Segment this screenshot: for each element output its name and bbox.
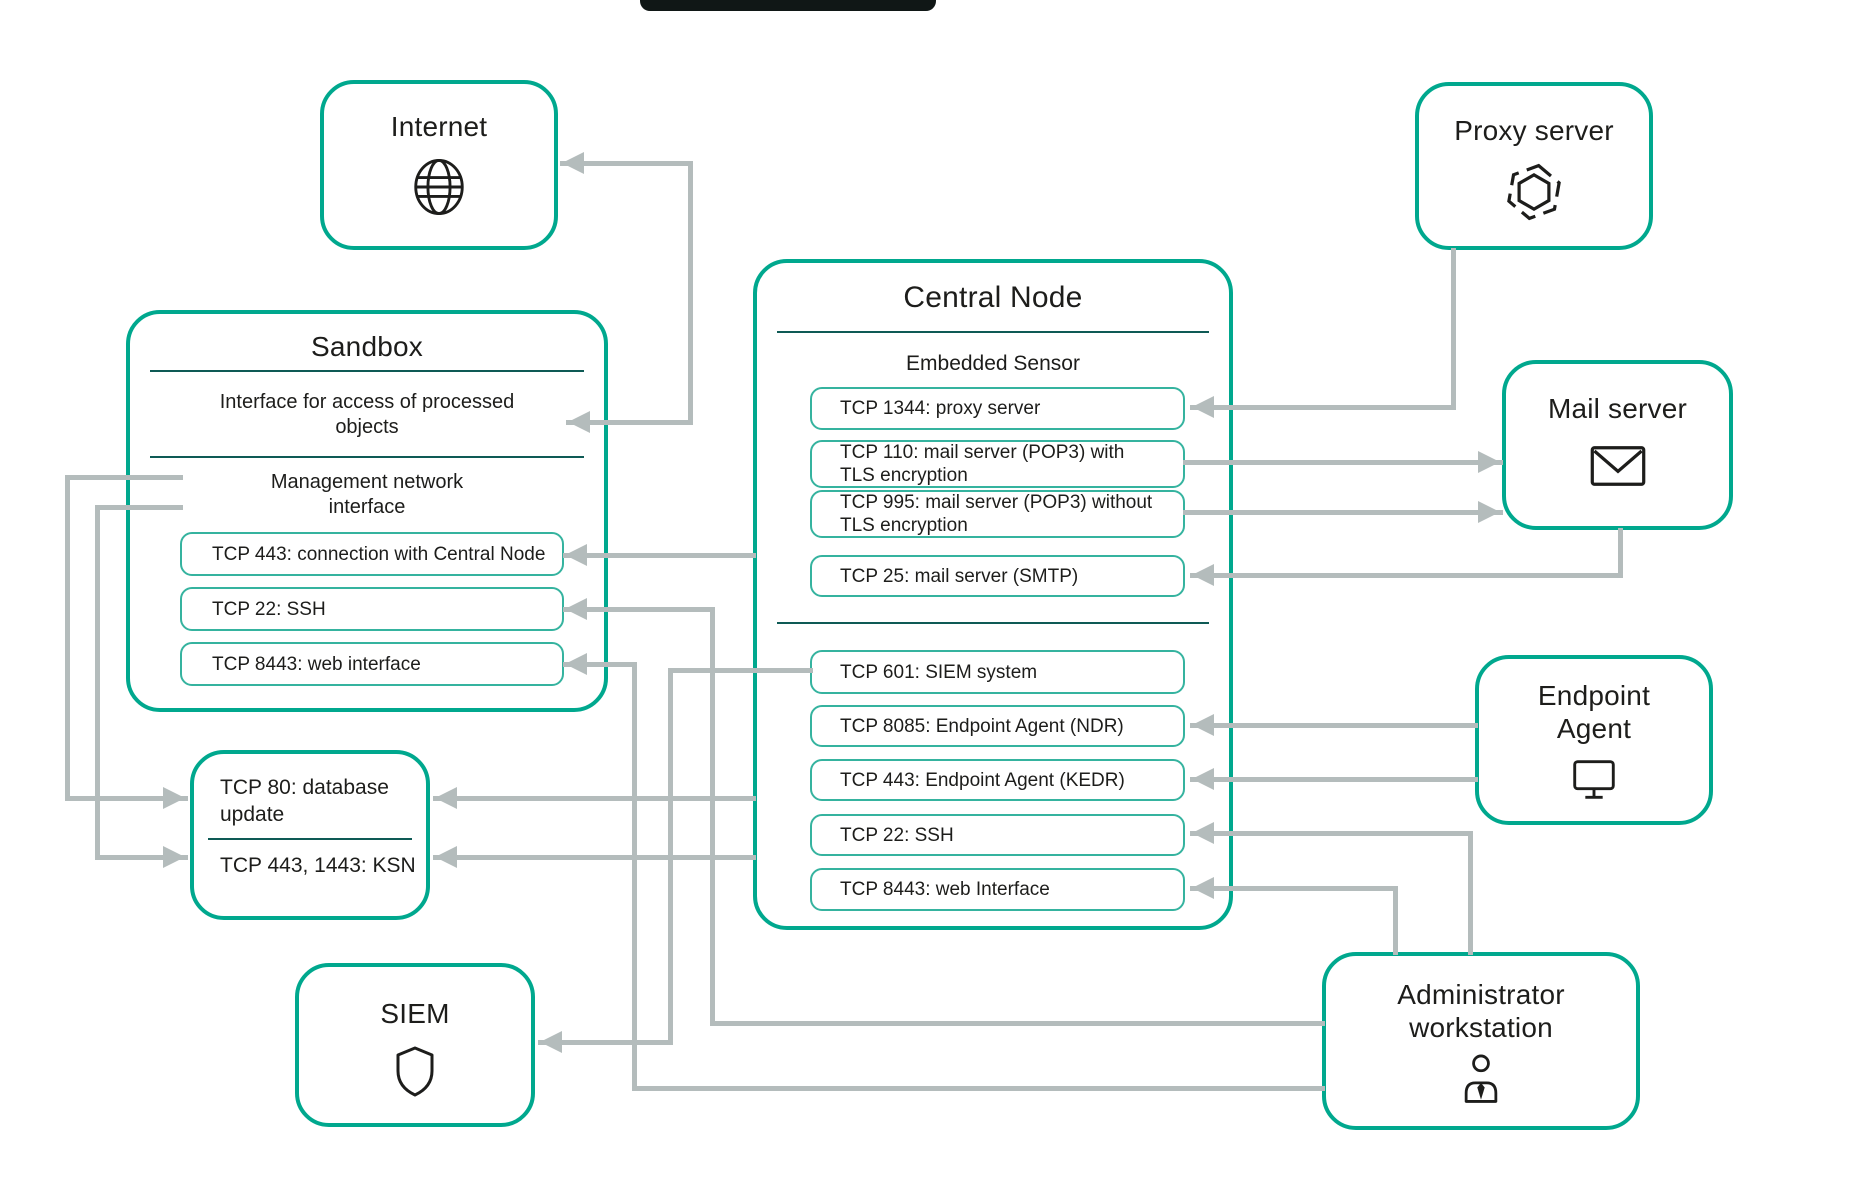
connector-internet-sandbox-segment (565, 419, 693, 425)
mail-server-label: Mail server (1547, 393, 1688, 424)
connector-mail-to-central-25-segment (1617, 527, 1623, 578)
connector-admin-to-central-22-segment (1189, 830, 1473, 836)
connector-admin-to-sandbox-22-segment (562, 606, 715, 612)
connector-central-to-update-ksn-arrowhead (435, 846, 457, 868)
database-update-label: TCP 80: database update (220, 776, 389, 826)
central-port-tcp443-kedr: TCP 443: Endpoint Agent (KEDR) (810, 759, 1185, 801)
connector-admin-to-sandbox-22-segment (709, 606, 715, 1026)
connector-central-to-sandbox-443-segment (562, 552, 756, 558)
connector-admin-to-sandbox-22-segment (709, 1020, 1325, 1026)
connector-sandbox-to-update-80-arrowhead (163, 787, 185, 809)
connector-internet-sandbox-arrowhead (568, 411, 590, 433)
sandbox-title: Sandbox (311, 331, 423, 362)
node-siem: SIEM (295, 963, 535, 1127)
connector-admin-to-central-8443-segment (1392, 885, 1398, 955)
connector-central-995-to-mail-arrowhead (1478, 501, 1500, 523)
endpoint-agent-label: Endpoint Agent (1537, 680, 1651, 744)
admin-workstation-label: Administrator workstation (1397, 979, 1565, 1043)
sandbox-interface-label: Interface for access of processed object… (219, 391, 515, 438)
central-port-tcp8085: TCP 8085: Endpoint Agent (NDR) (810, 705, 1185, 747)
node-proxy-server: Proxy server (1415, 82, 1653, 250)
node-endpoint-agent: Endpoint Agent (1475, 655, 1713, 825)
central-divider-2 (777, 622, 1209, 624)
connector-sandbox-to-update-ksn-segment (94, 504, 183, 510)
ksn-label: TCP 443, 1443: KSN (220, 854, 416, 877)
connector-endpoint-to-central-443-segment (1189, 776, 1478, 782)
connector-internet-sandbox-segment (559, 160, 693, 166)
proxy-server-label: Proxy server (1454, 115, 1614, 146)
central-port-tcp1344: TCP 1344: proxy server (810, 387, 1185, 430)
connector-admin-to-sandbox-8443-segment (631, 661, 637, 1091)
node-central-node: Central Node Embedded Sensor TCP 1344: p… (753, 259, 1233, 930)
sandbox-divider-1 (150, 370, 584, 372)
connector-proxy-to-central-1344-segment (1189, 404, 1456, 410)
globe-icon (324, 156, 554, 218)
central-port-tcp22: TCP 22: SSH (810, 814, 1185, 856)
connector-mail-to-central-25-segment (1189, 572, 1623, 578)
connector-sandbox-to-update-80-segment (64, 474, 70, 801)
sandbox-port-tcp22: TCP 22: SSH (180, 587, 564, 631)
node-internet: Internet (320, 80, 558, 250)
connector-central-601-to-siem-segment (537, 1039, 673, 1045)
connector-internet-sandbox-arrowhead (562, 152, 584, 174)
connector-central-110-to-mail-segment (1182, 459, 1503, 465)
connector-central-to-update-80-segment (432, 795, 756, 801)
connector-admin-to-sandbox-8443-segment (562, 661, 637, 667)
connector-admin-to-sandbox-8443-segment (631, 1085, 1325, 1091)
connector-admin-to-central-8443-arrowhead (1192, 877, 1214, 899)
connector-internet-sandbox-segment (687, 160, 693, 425)
connector-admin-to-sandbox-8443-arrowhead (565, 653, 587, 675)
connector-proxy-to-central-1344-segment (1450, 247, 1456, 410)
monitor-icon (1479, 755, 1709, 805)
connector-central-110-to-mail-arrowhead (1478, 451, 1500, 473)
shield-icon (299, 1043, 531, 1101)
node-admin-workstation: Administrator workstation (1322, 952, 1640, 1130)
central-port-tcp8443: TCP 8443: web Interface (810, 868, 1185, 911)
node-sandbox: Sandbox Interface for access of processe… (126, 310, 608, 712)
connector-central-to-update-ksn-segment (432, 854, 756, 860)
connector-central-601-to-siem-arrowhead (540, 1031, 562, 1053)
internet-label: Internet (390, 111, 488, 142)
connector-sandbox-to-update-ksn-segment (94, 504, 100, 860)
node-update-ksn: TCP 80: database update TCP 443, 1443: K… (190, 750, 430, 920)
envelope-icon (1506, 444, 1729, 488)
top-window-bar (640, 0, 936, 11)
connector-central-to-sandbox-443-arrowhead (565, 544, 587, 566)
connector-proxy-to-central-1344-arrowhead (1192, 396, 1214, 418)
node-mail-server: Mail server (1502, 360, 1733, 530)
sandbox-port-tcp8443: TCP 8443: web interface (180, 642, 564, 686)
connector-admin-to-central-22-segment (1467, 830, 1473, 955)
embedded-sensor-label: Embedded Sensor (906, 352, 1080, 375)
connector-endpoint-to-central-8085-segment (1189, 722, 1478, 728)
central-divider-1 (777, 331, 1209, 333)
central-port-tcp601: TCP 601: SIEM system (810, 650, 1185, 694)
connector-admin-to-central-22-arrowhead (1192, 822, 1214, 844)
connector-admin-to-central-8443-segment (1189, 885, 1398, 891)
connector-admin-to-sandbox-22-arrowhead (565, 598, 587, 620)
connector-central-995-to-mail-segment (1182, 509, 1503, 515)
sandbox-divider-2 (150, 456, 584, 458)
central-node-title: Central Node (903, 281, 1083, 314)
sandbox-management-label: Management network interface (270, 471, 464, 518)
siem-label: SIEM (380, 998, 450, 1029)
connector-sandbox-to-update-80-segment (64, 795, 188, 801)
update-divider (208, 838, 412, 840)
connector-sandbox-to-update-ksn-segment (94, 854, 188, 860)
sandbox-port-tcp443: TCP 443: connection with Central Node (180, 532, 564, 576)
connector-central-to-update-80-arrowhead (435, 787, 457, 809)
hexagon-icon (1419, 162, 1649, 222)
connector-mail-to-central-25-arrowhead (1192, 564, 1214, 586)
connector-sandbox-to-update-ksn-arrowhead (163, 846, 185, 868)
connector-central-601-to-siem-segment (667, 667, 813, 673)
connector-endpoint-to-central-8085-arrowhead (1192, 714, 1214, 736)
central-port-tcp110: TCP 110: mail server (POP3) with TLS enc… (810, 440, 1185, 488)
central-port-tcp25: TCP 25: mail server (SMTP) (810, 555, 1185, 597)
central-port-tcp995: TCP 995: mail server (POP3) without TLS … (810, 490, 1185, 538)
connector-endpoint-to-central-443-arrowhead (1192, 768, 1214, 790)
connector-sandbox-to-update-80-segment (64, 474, 183, 480)
person-icon (1326, 1052, 1636, 1110)
